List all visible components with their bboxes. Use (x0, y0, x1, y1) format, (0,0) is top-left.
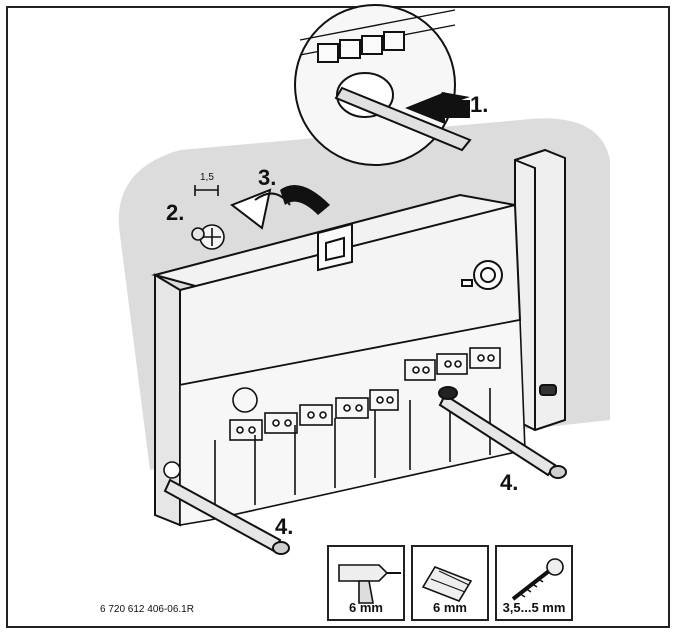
screwdriver-right (438, 386, 567, 479)
tool-box-screw: 3,5...5 mm (495, 545, 573, 621)
figure-code: 6 720 612 406-06.1R (100, 604, 194, 615)
terminal-area (163, 319, 526, 526)
push-arrow-icon (405, 92, 470, 124)
dimension-label: 1,5 (200, 172, 214, 183)
wall-plug-size-label: 6 mm (433, 600, 467, 615)
step-4-label-right: 4. (500, 470, 518, 495)
step-3-label: 3. (258, 165, 276, 190)
screw-detail (191, 185, 225, 250)
wall-plug-icon (421, 566, 473, 602)
tool-box-drill: 6 mm (327, 545, 405, 621)
terminal-row-right (404, 347, 501, 381)
detail-zoom-circle (294, 4, 472, 166)
rotate-arrow-icon (229, 185, 330, 230)
step-2-label: 2. (166, 200, 184, 225)
screwdriver-left (163, 478, 290, 555)
screw-size-label: 3,5...5 mm (502, 600, 566, 615)
step-1-label: 1. (470, 92, 488, 117)
step-4-label-left: 4. (275, 514, 293, 539)
drill-size-label: 6 mm (349, 600, 383, 615)
drill-icon (338, 564, 401, 604)
terminal-row-left (229, 389, 399, 441)
tool-box-wall-plug: 6 mm (411, 545, 489, 621)
screw-icon (511, 558, 564, 601)
